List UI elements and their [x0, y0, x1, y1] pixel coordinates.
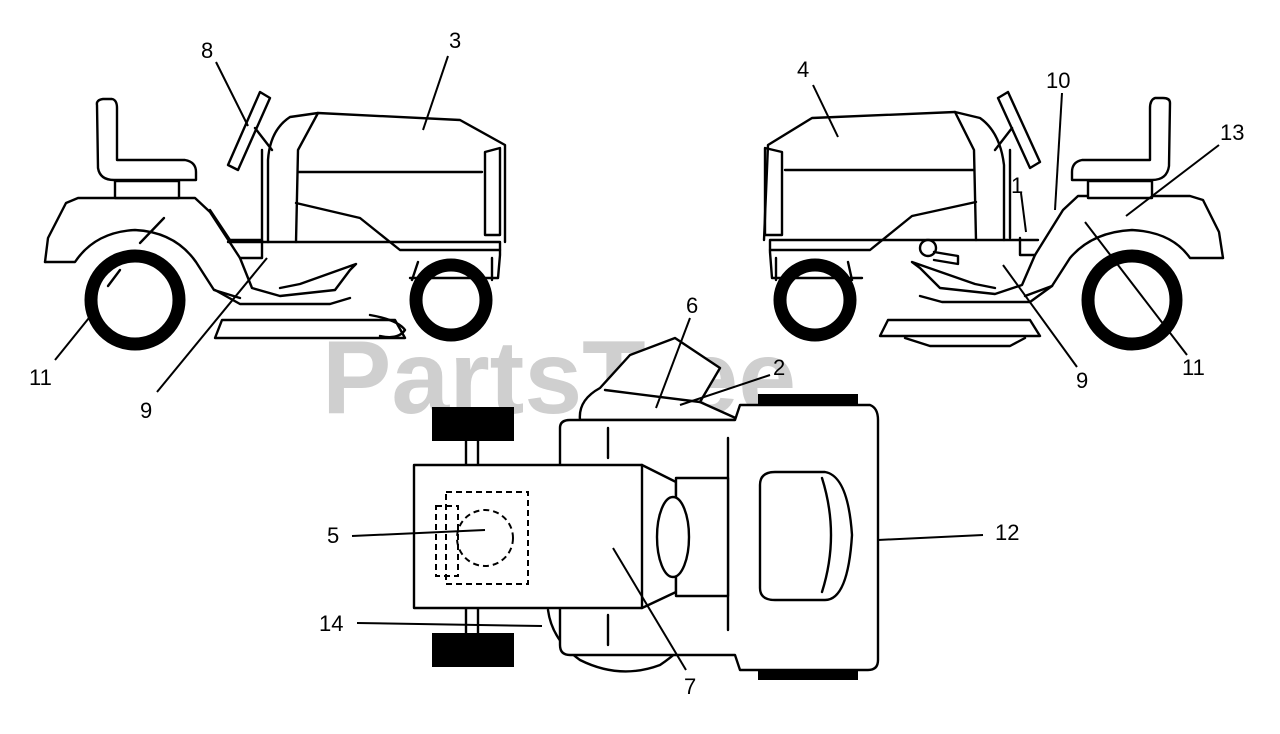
- callout-1: 1: [1011, 173, 1023, 198]
- callout-14: 14: [319, 611, 343, 636]
- callout-labels: 1 2 3 4 5 6 7 8 9 9 10 11 11 12 13 14: [29, 28, 1244, 699]
- callout-9-right: 9: [1076, 368, 1088, 393]
- callout-2: 2: [773, 355, 785, 380]
- callout-8: 8: [201, 38, 213, 63]
- callout-4: 4: [797, 57, 809, 82]
- callout-11-right: 11: [1182, 355, 1205, 380]
- callout-5: 5: [327, 523, 339, 548]
- callout-9-left: 9: [140, 398, 152, 423]
- callout-10: 10: [1046, 68, 1070, 93]
- tractor-left-side-view: [43, 90, 507, 351]
- callout-6: 6: [686, 293, 698, 318]
- leader-lines: [54, 55, 1220, 671]
- tractor-top-view: [412, 336, 880, 680]
- callout-7: 7: [684, 674, 696, 699]
- tractor-right-side-view: [762, 90, 1225, 351]
- callout-11-left: 11: [29, 365, 52, 390]
- callout-12: 12: [995, 520, 1019, 545]
- callout-3: 3: [449, 28, 461, 53]
- callout-13: 13: [1220, 120, 1244, 145]
